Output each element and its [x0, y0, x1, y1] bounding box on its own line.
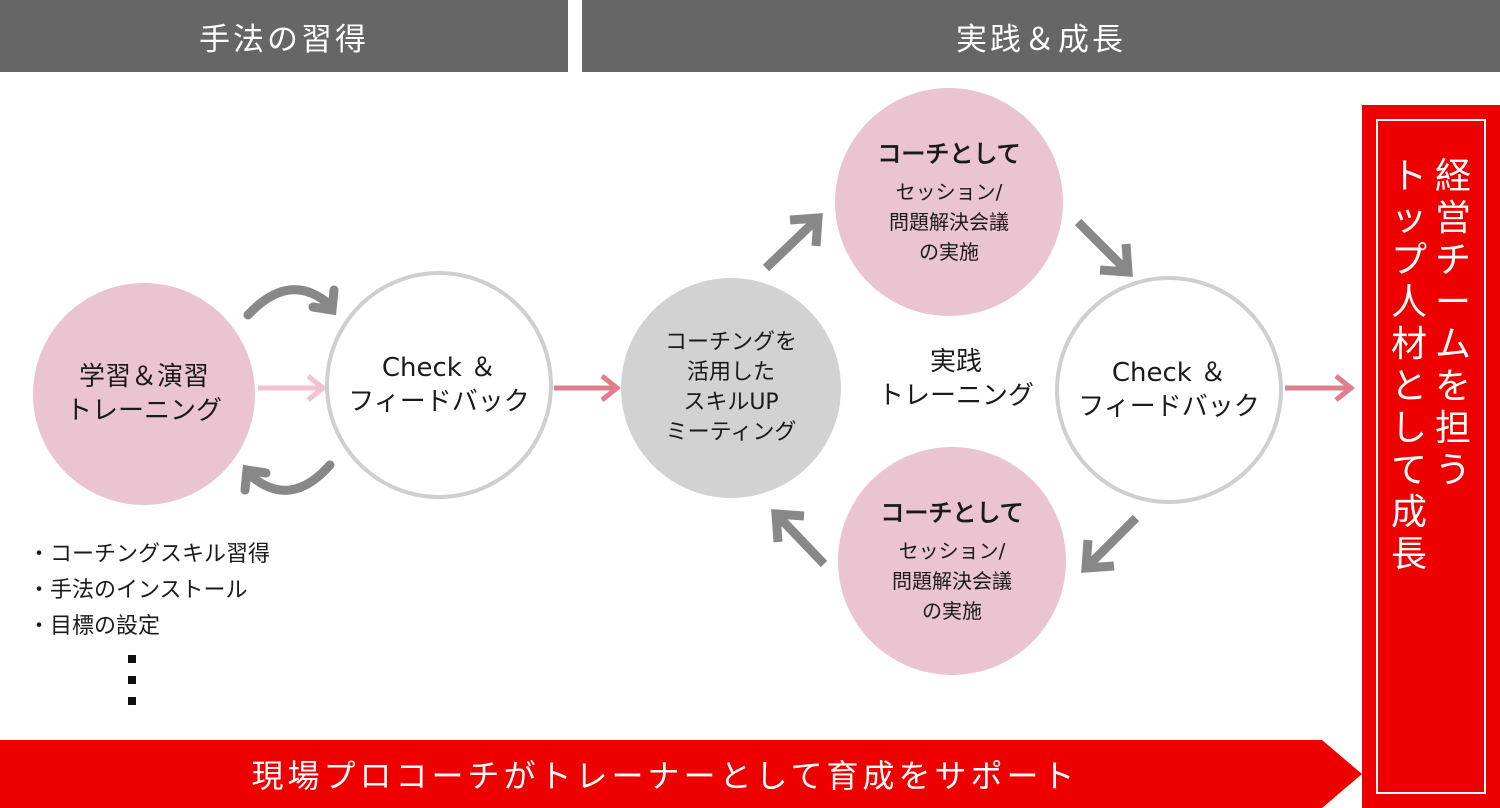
- arrow-check-to-goal: [1285, 374, 1356, 402]
- session-top-line-2: 問題解決会議: [889, 210, 1009, 234]
- check1-line-1: Check ＆: [381, 353, 497, 383]
- meeting-line-1: コーチングを: [664, 330, 797, 355]
- bullet-item: ・目標の設定: [28, 614, 161, 639]
- learning-training-circle: 学習＆演習 トレーニング: [33, 283, 255, 505]
- session-bottom-line-3: の実施: [922, 599, 982, 623]
- learning-line-2: トレーニング: [65, 396, 222, 426]
- arrow-learning-to-check: [258, 374, 328, 402]
- cycle-arrow-top: [243, 285, 339, 320]
- goal-text-column-1: 経営チームを担う: [1434, 156, 1471, 491]
- goal-panel: [1362, 105, 1500, 808]
- practice-label-line-2: トレーニング: [877, 381, 1034, 411]
- check-feedback-circle-1: Check ＆ フィードバック: [325, 271, 553, 499]
- check2-line-1: Check ＆: [1111, 358, 1227, 388]
- arrow-session-top-to-check: [1074, 218, 1133, 277]
- skillup-meeting-circle: コーチングを 活用した スキルUP ミーティング: [621, 278, 841, 498]
- coach-session-circle-bottom: コーチとして セッション/ 問題解決会議 の実施: [838, 447, 1066, 675]
- header-skill-acquisition: 手法の習得: [0, 0, 568, 72]
- arrow-check-to-meeting: [554, 374, 622, 402]
- cycle-arrow-bottom: [240, 460, 335, 495]
- session-bottom-title: コーチとして: [880, 499, 1024, 527]
- bullet-item: ・コーチングスキル習得: [28, 542, 271, 567]
- practice-training-label: 実践 トレーニング: [858, 345, 1054, 413]
- header-left-title: 手法の習得: [199, 21, 369, 58]
- vertical-ellipsis-icon: [128, 655, 140, 715]
- goal-text-column-2: トップ人材として成長: [1390, 156, 1427, 575]
- check1-line-2: フィードバック: [348, 387, 530, 417]
- session-bottom-line-1: セッション/: [898, 539, 1006, 563]
- session-top-line-1: セッション/: [895, 180, 1003, 204]
- check-feedback-circle-2: Check ＆ フィードバック: [1055, 276, 1283, 504]
- practice-label-line-1: 実践: [929, 347, 982, 377]
- session-top-line-3: の実施: [919, 240, 979, 264]
- arrow-check-to-session-bottom: [1081, 514, 1140, 573]
- bottom-banner-text: 現場プロコーチがトレーナーとして育成をサポート: [251, 757, 1079, 795]
- meeting-line-4: ミーティング: [665, 420, 797, 445]
- header-practice-growth: 実践＆成長: [582, 0, 1500, 72]
- check2-line-2: フィードバック: [1078, 392, 1260, 422]
- session-bottom-line-2: 問題解決会議: [892, 569, 1012, 593]
- learning-line-1: 学習＆演習: [78, 362, 209, 392]
- skill-bullet-list: ・コーチングスキル習得 ・手法のインストール ・目標の設定: [28, 537, 270, 645]
- arrow-session-bottom-to-meeting: [771, 509, 828, 568]
- session-top-title: コーチとして: [877, 140, 1021, 168]
- arrow-meeting-to-session-top: [762, 213, 823, 272]
- meeting-line-2: 活用した: [686, 360, 775, 385]
- bottom-banner-shape: [0, 740, 1362, 808]
- bullet-item: ・手法のインストール: [28, 578, 248, 603]
- header-right-title: 実践＆成長: [956, 21, 1126, 58]
- goal-panel-frame: [1376, 119, 1486, 794]
- meeting-line-3: スキルUP: [683, 390, 779, 415]
- coach-session-circle-top: コーチとして セッション/ 問題解決会議 の実施: [835, 88, 1063, 316]
